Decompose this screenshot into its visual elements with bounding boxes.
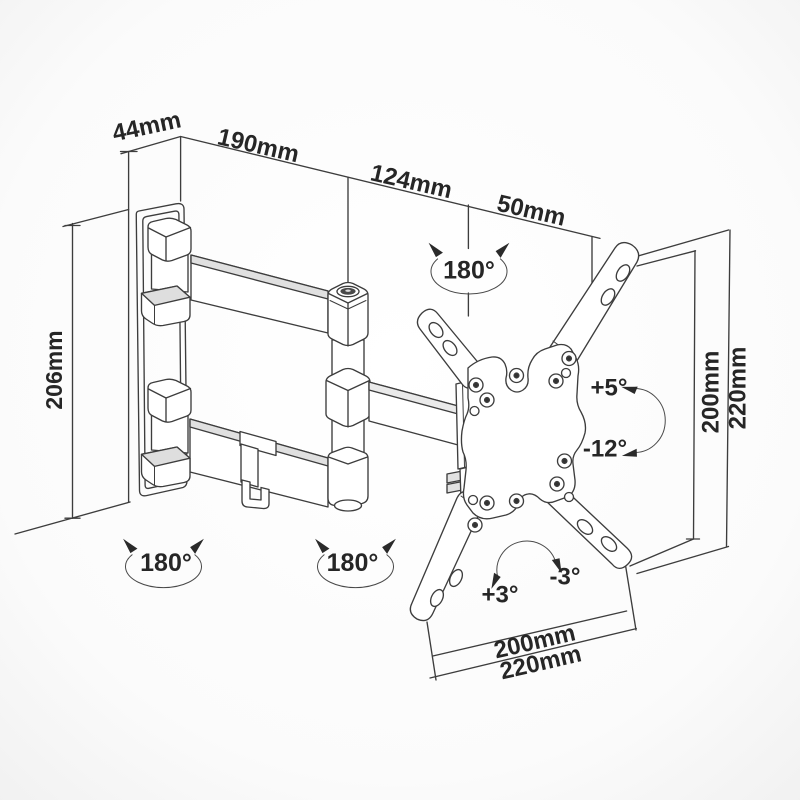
svg-text:+5°: +5° [591, 374, 628, 401]
svg-text:180°: 180° [140, 549, 192, 577]
svg-text:180°: 180° [327, 549, 379, 577]
svg-text:+3°: +3° [482, 581, 519, 608]
svg-text:180°: 180° [443, 257, 495, 285]
svg-text:200mm: 200mm [697, 351, 724, 434]
svg-text:220mm: 220mm [724, 347, 751, 430]
svg-text:-3°: -3° [550, 563, 581, 590]
svg-text:206mm: 206mm [41, 330, 67, 409]
svg-text:-12°: -12° [583, 435, 627, 462]
